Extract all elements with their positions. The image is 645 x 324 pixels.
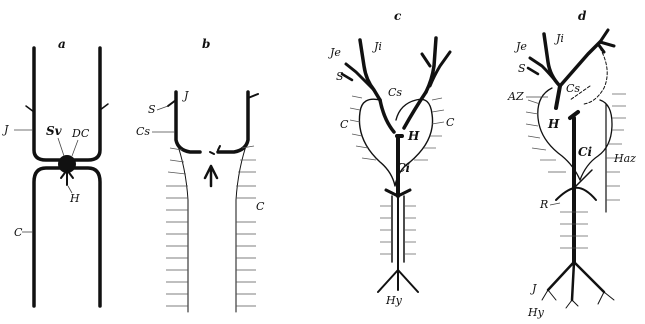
panel-d-label-Ji: Ji	[554, 32, 564, 45]
panel-d-label-H: H	[547, 117, 560, 131]
panel-c-label-Ci: Ci	[396, 161, 411, 175]
panel-c-label-Hy: Hy	[385, 294, 403, 307]
panel-d-letter: d	[578, 9, 587, 23]
panel-c: c	[328, 9, 455, 307]
panel-c-right-cuvier	[404, 92, 426, 128]
panel-c-label-C-right: C	[446, 116, 455, 129]
panel-c-letter: c	[394, 9, 402, 23]
panel-b-hepatic	[205, 166, 217, 186]
panel-c-iliac	[378, 196, 418, 292]
panel-b-letter: b	[202, 37, 210, 51]
panel-d-label-Cs: Cs	[566, 82, 580, 95]
panel-d-label-AZ: AZ	[507, 90, 524, 103]
panel-d: d	[507, 9, 636, 319]
panel-a: a J Sv DC H C	[2, 37, 108, 306]
panel-d-cava-superior	[556, 86, 560, 108]
panel-c-label-S: S	[336, 70, 344, 83]
panel-a-label-H: H	[69, 192, 80, 205]
panel-d-brachiocephalic	[560, 42, 600, 86]
panel-a-hepatic	[61, 170, 73, 185]
panel-b-label-C: C	[256, 200, 265, 213]
panel-d-left-subclavian	[528, 68, 538, 74]
panel-c-label-Ji: Ji	[372, 40, 382, 53]
panel-d-label-S: S	[518, 62, 526, 75]
panel-a-right-cardinal	[74, 48, 100, 160]
panel-a-left-posterior	[34, 168, 60, 306]
panel-a-label-Sv: Sv	[46, 124, 63, 138]
panel-a-label-DC: DC	[71, 127, 90, 140]
panel-a-label-C: C	[14, 226, 23, 239]
panel-b-label-Cs: Cs	[136, 125, 150, 138]
panel-c-label-Je: Je	[328, 46, 341, 59]
panel-d-label-J: J	[530, 282, 537, 295]
panel-b-right-outline	[236, 140, 248, 312]
panel-c-label-Cs: Cs	[388, 86, 402, 99]
panel-b-right-duct	[218, 92, 248, 152]
panel-d-label-Ci: Ci	[578, 145, 593, 159]
panel-b: b	[136, 37, 265, 312]
panel-d-label-Haz: Haz	[613, 152, 636, 165]
panel-b-left-outline	[176, 140, 188, 312]
panel-d-label-Hy: Hy	[527, 306, 545, 319]
panel-a-letter: a	[58, 37, 66, 51]
panel-c-left-cuvier	[380, 100, 394, 132]
panel-a-left-cardinal	[34, 48, 60, 160]
panel-c-label-H: H	[407, 129, 420, 143]
panel-d-iliac-twigs	[542, 290, 614, 308]
panel-a-label-J: J	[2, 123, 9, 136]
panel-d-label-R: R	[539, 198, 548, 211]
panel-a-right-posterior	[74, 168, 100, 306]
panel-b-label-J: J	[182, 89, 189, 102]
panel-b-branches	[168, 94, 258, 106]
panel-b-label-S: S	[148, 103, 156, 116]
panel-c-label-C-left: C	[340, 118, 349, 131]
panel-d-iliac	[548, 262, 604, 300]
panel-d-label-Je: Je	[514, 40, 527, 53]
